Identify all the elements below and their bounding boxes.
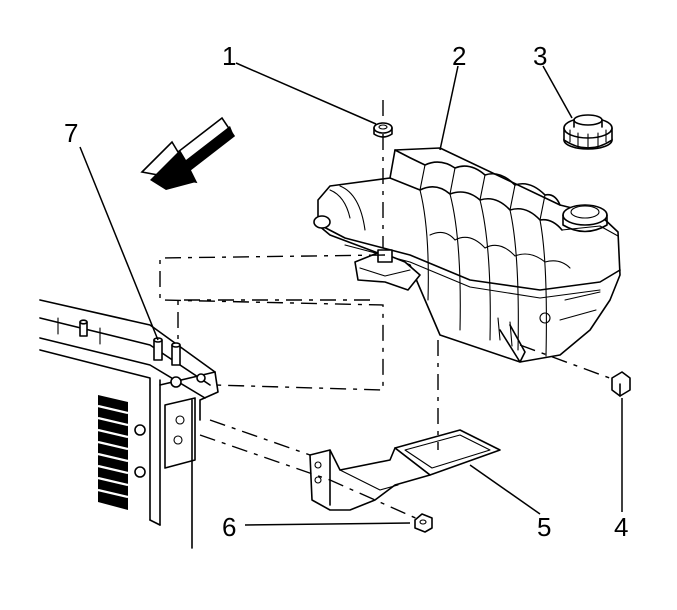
reservoir-bracket (309, 429, 501, 511)
fastener-icon (373, 122, 631, 533)
callout-3: 3 (533, 41, 547, 71)
callout-labels: 1 2 3 4 5 6 7 (64, 41, 628, 542)
front-direction-arrow-icon (140, 116, 236, 190)
callout-2: 2 (452, 41, 466, 71)
callout-5: 5 (537, 512, 551, 542)
callout-1: 1 (222, 41, 236, 71)
callout-4: 4 (614, 512, 628, 542)
reservoir-cap (563, 114, 613, 150)
radiator-support (39, 299, 219, 549)
leader-lines (79, 62, 623, 526)
callout-6: 6 (222, 512, 236, 542)
stud-icon (79, 319, 206, 388)
callout-7: 7 (64, 118, 78, 148)
coolant-reservoir (313, 147, 621, 363)
